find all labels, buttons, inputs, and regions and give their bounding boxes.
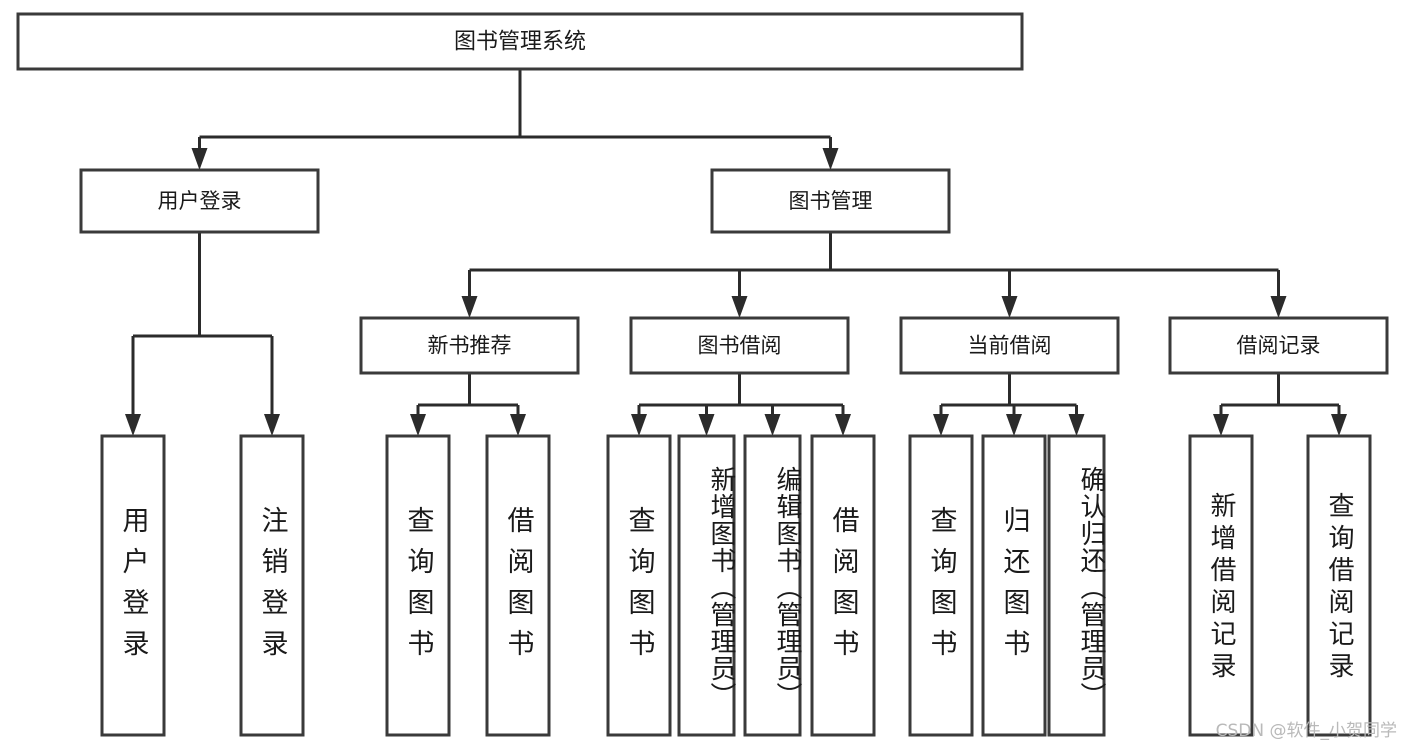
arrow-head-icon (191, 148, 208, 170)
arrow-head-icon (764, 414, 781, 436)
node-box-leaf_0[interactable] (100, 434, 166, 737)
edges-layer (125, 69, 1347, 436)
arrow-head-icon (461, 296, 478, 318)
arrow-head-icon (1006, 414, 1022, 436)
node-box-l3_2[interactable] (899, 316, 1120, 375)
arrow-head-icon (264, 414, 280, 436)
node-box-l2_1[interactable] (710, 168, 951, 234)
node-box-l2_0[interactable] (79, 168, 320, 234)
arrow-head-icon (510, 414, 526, 436)
node-box-leaf_2[interactable] (385, 434, 451, 737)
node-box-l3_1[interactable] (629, 316, 850, 375)
node-label-l3_3: 借阅记录 (1237, 334, 1321, 358)
node-box-leaf_12[interactable] (1306, 434, 1372, 737)
node-box-l3_3[interactable] (1168, 316, 1389, 375)
arrow-head-icon (822, 148, 839, 170)
node-box-leaf_3[interactable] (485, 434, 551, 737)
node-box-leaf_6[interactable] (743, 434, 802, 737)
boxes-layer (16, 12, 1389, 737)
arrow-head-icon (835, 414, 851, 436)
node-box-leaf_5[interactable] (677, 434, 736, 737)
arrow-head-icon (631, 414, 647, 436)
arrow-head-icon (1213, 414, 1229, 436)
node-label-l2_1: 图书管理 (789, 189, 873, 213)
node-box-leaf_1[interactable] (239, 434, 305, 737)
node-label-root: 图书管理系统 (454, 30, 586, 55)
node-label-l3_0: 新书推荐 (428, 334, 512, 358)
arrow-head-icon (1068, 414, 1085, 436)
arrow-head-icon (125, 414, 141, 436)
node-label-l3_2: 当前借阅 (968, 334, 1052, 358)
arrow-head-icon (731, 296, 748, 318)
arrow-head-icon (933, 414, 949, 436)
node-box-leaf_11[interactable] (1188, 434, 1254, 737)
arrow-head-icon (1270, 296, 1287, 318)
node-box-leaf_4[interactable] (606, 434, 672, 737)
watermark-text: CSDN @软件_小贺同学 (1215, 721, 1397, 741)
node-box-leaf_8[interactable] (908, 434, 974, 737)
arrow-head-icon (698, 414, 715, 436)
node-box-leaf_9[interactable] (981, 434, 1047, 737)
node-box-l3_0[interactable] (359, 316, 580, 375)
node-label-l2_0: 用户登录 (158, 189, 242, 213)
node-box-leaf_10[interactable] (1047, 434, 1106, 737)
node-box-root[interactable] (16, 12, 1024, 71)
arrow-head-icon (1001, 296, 1018, 318)
arrow-head-icon (1331, 414, 1347, 436)
node-box-leaf_7[interactable] (810, 434, 876, 737)
node-label-l3_1: 图书借阅 (698, 334, 782, 358)
arrow-head-icon (410, 414, 426, 436)
